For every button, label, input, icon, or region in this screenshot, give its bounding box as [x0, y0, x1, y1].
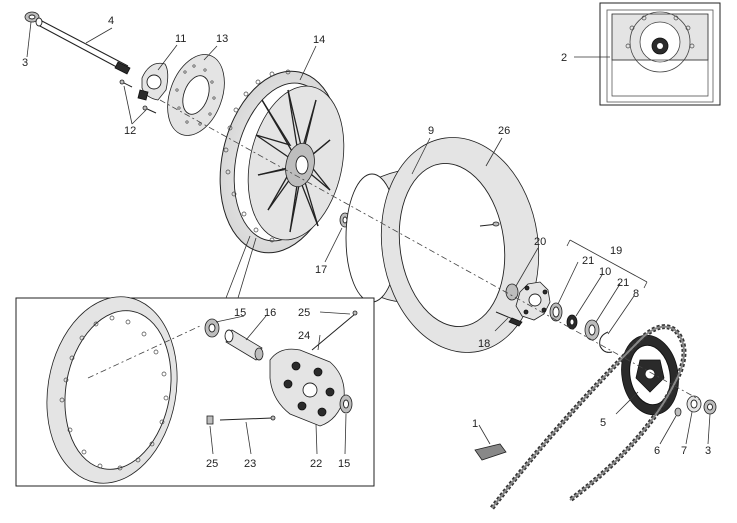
callout-20: 20: [534, 236, 546, 248]
sprocket-carrier-20: [505, 281, 551, 321]
detail-inset-2: [599, 2, 721, 106]
callout-16: 16: [264, 307, 276, 319]
callout-11: 11: [175, 33, 186, 45]
callout-19: 19: [610, 245, 622, 257]
nut-6: [674, 407, 682, 417]
drive-chain: [474, 324, 687, 510]
caliper-bracket-11: [137, 62, 169, 101]
sprocket-5: [621, 334, 679, 416]
leader-lines: [26, 21, 711, 455]
callout-15-bottom: 15: [338, 458, 350, 470]
stud-18: [495, 311, 523, 327]
callout-22: 22: [310, 458, 322, 470]
bearing-21-a: [549, 302, 563, 322]
callout-4: 4: [108, 15, 114, 27]
callout-3-right: 3: [705, 445, 711, 457]
callout-10: 10: [599, 266, 611, 278]
main-axis-line: [159, 99, 701, 401]
callout-17: 17: [315, 264, 327, 276]
detail-inset-hub: [15, 296, 375, 487]
washer-7: [686, 395, 702, 413]
callout-25-top: 25: [298, 307, 310, 319]
callout-1: 1: [472, 418, 478, 430]
group-bracket-19: [566, 239, 648, 289]
callout-25-bottom: 25: [206, 458, 218, 470]
nut-3-right: [703, 399, 717, 415]
bolts-12: [119, 79, 157, 114]
callout-13: 13: [216, 33, 228, 45]
callout-21-a: 21: [582, 255, 594, 267]
callout-15-top: 15: [234, 307, 246, 319]
callout-26: 26: [498, 125, 510, 137]
callout-8: 8: [633, 288, 639, 300]
brake-disc-13: [167, 54, 225, 136]
callout-3: 3: [22, 57, 28, 69]
callout-21-b: 21: [617, 277, 629, 289]
callout-9: 9: [428, 125, 434, 137]
callout-6: 6: [654, 445, 660, 457]
callout-24: 24: [298, 330, 310, 342]
callout-14: 14: [313, 34, 325, 46]
bearing-21-b: [584, 319, 600, 341]
callout-2: 2: [561, 52, 567, 64]
axle-4: [35, 17, 131, 75]
callout-23: 23: [244, 458, 256, 470]
callout-18: 18: [478, 338, 490, 350]
inset-pointer-lines: [225, 235, 257, 299]
callout-labels: 3 4 11 13 12 14 17 9 26 18 20 19 21 10 2…: [22, 15, 711, 470]
tyre-26: [380, 137, 540, 353]
nut-3-top: [24, 11, 40, 23]
spoked-rim-14: [219, 69, 345, 254]
callout-7: 7: [681, 445, 687, 457]
callout-5: 5: [600, 417, 606, 429]
callout-12: 12: [124, 125, 136, 137]
circlip-8: [599, 331, 613, 353]
